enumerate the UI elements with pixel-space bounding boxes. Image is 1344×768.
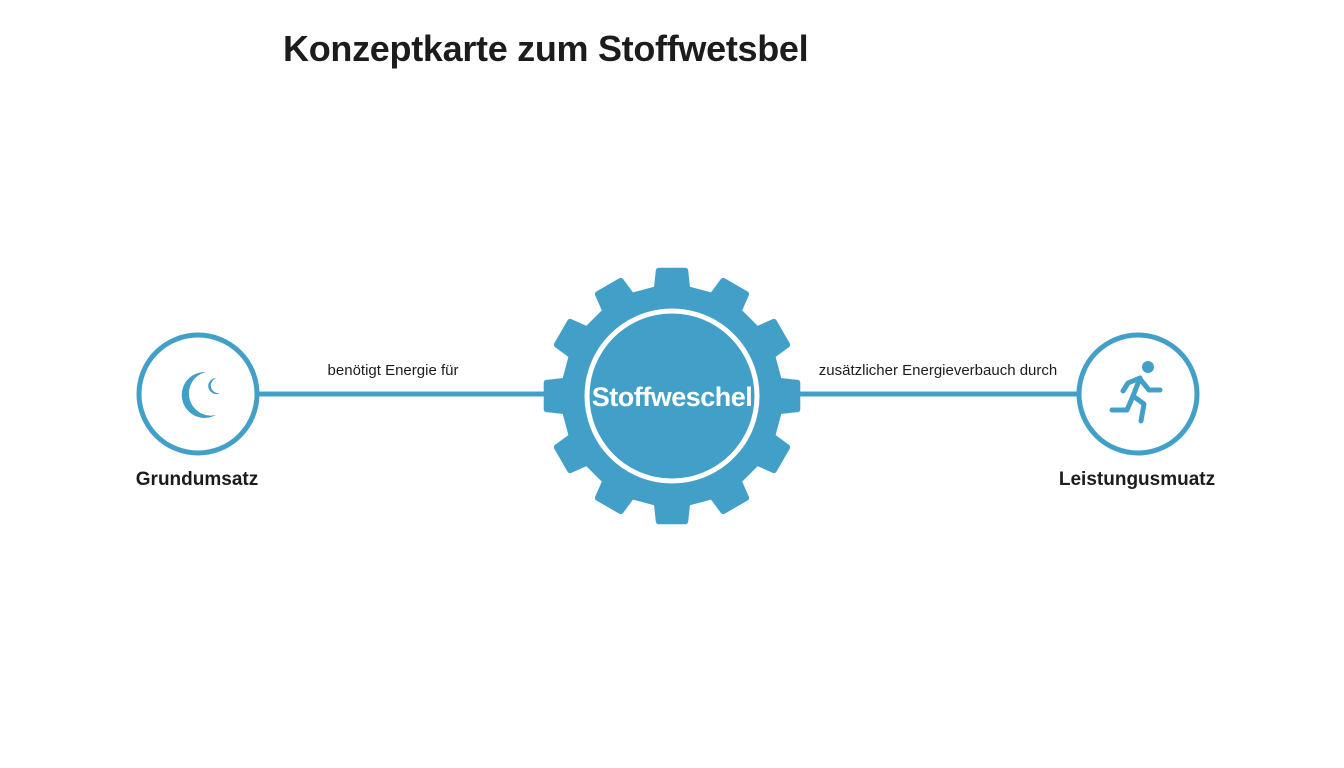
center-inner-ring — [584, 308, 760, 484]
gear-icon — [543, 267, 801, 525]
center-node-label: Stoffweschel — [591, 382, 753, 412]
edge-label-left: benötigt Energie für — [327, 362, 459, 379]
moon-icon — [181, 371, 220, 418]
running-person-icon — [1109, 361, 1163, 424]
center-node — [543, 267, 801, 525]
left-node-label: Grundumsatz — [135, 469, 259, 490]
gear-hub — [564, 288, 780, 504]
left-node-circle — [136, 332, 260, 456]
right-node-label: Leistungusmuatz — [1058, 469, 1216, 490]
right-node-circle — [1076, 332, 1200, 456]
edge-label-right: zusätzlicher Energieverbauch durch — [818, 362, 1058, 379]
left-node — [136, 332, 260, 456]
right-node — [1076, 332, 1200, 456]
page-title: Konzeptkarte zum Stoffwetsbel — [283, 28, 809, 69]
